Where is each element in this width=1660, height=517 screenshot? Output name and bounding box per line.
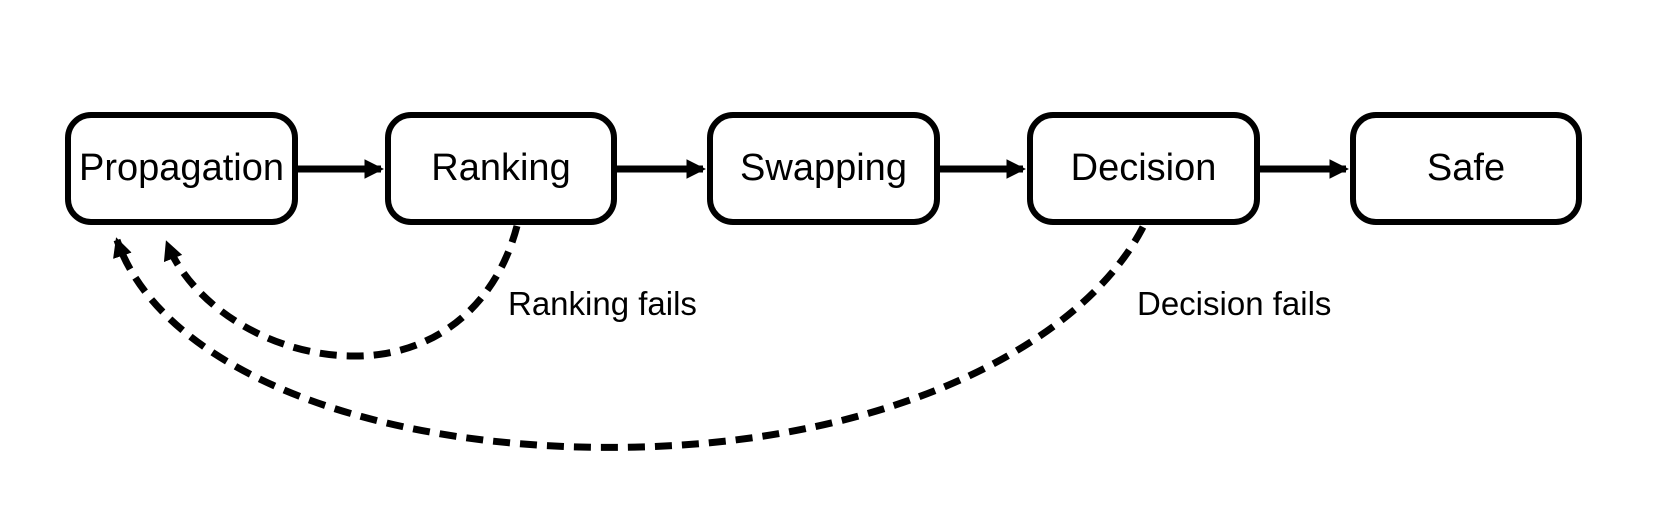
node-safe-label: Safe [1426, 147, 1506, 189]
edge-label-ranking-fails: Ranking fails [508, 285, 697, 322]
node-decision-label: Decision [1070, 147, 1217, 189]
node-ranking-label: Ranking [431, 147, 571, 189]
node-swapping-label: Swapping [740, 147, 907, 189]
node-decision: Decision [1027, 112, 1260, 225]
node-propagation-label: Propagation [79, 147, 284, 189]
node-swapping: Swapping [707, 112, 940, 225]
node-propagation: Propagation [65, 112, 298, 225]
feedback-arrow-ranking-fails [163, 225, 521, 360]
node-safe: Safe [1350, 112, 1582, 225]
node-ranking: Ranking [385, 112, 617, 225]
edge-label-decision-fails: Decision fails [1137, 285, 1332, 322]
feedback-arrow-decision-fails [113, 225, 1147, 451]
